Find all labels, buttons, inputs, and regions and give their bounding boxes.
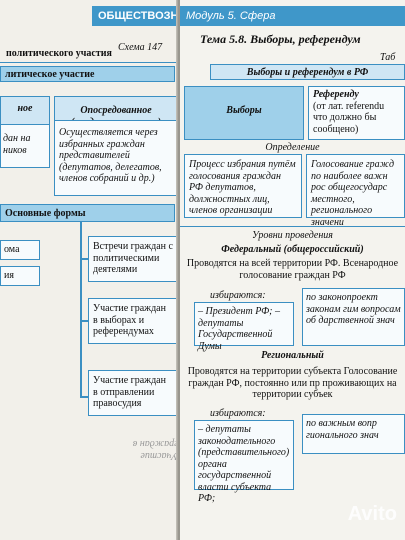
federal-elect-label: избираются: — [210, 290, 266, 301]
federal-elect: – Президент РФ; – депутаты Государственн… — [194, 302, 294, 352]
connector-3 — [80, 396, 88, 398]
connector-1 — [80, 258, 88, 260]
regional-elect: – депутаты законодательного (представите… — [194, 420, 294, 504]
federal-referendum: по законопроект законам гим вопросам об … — [302, 288, 405, 346]
referendum-desc: (от лат. referendu что должно бы сообщен… — [313, 100, 385, 135]
section-box: литическое участие — [0, 66, 175, 82]
topic-title: Тема 5.8. Выборы, референдум — [200, 32, 361, 46]
levels-label: Уровни проведения — [252, 230, 333, 241]
footer-partial: Участие граждан в — [132, 438, 178, 462]
federal-label: Федеральный (общероссийский) — [221, 244, 364, 255]
elections-header: Выборы — [184, 86, 304, 140]
form-box-3: Участие граждан в отправлении правосудия — [88, 370, 178, 416]
regional-elect-label: избираются: — [210, 408, 266, 419]
levels-line — [180, 226, 405, 227]
watermark: Avito — [347, 503, 397, 525]
form-box-1: Встречи граждан с политическими деятелям… — [88, 236, 178, 282]
definition-label: Определение — [265, 142, 320, 153]
regional-referendum: по важным вопр гионального знач — [302, 414, 405, 454]
forms-box: Основные формы — [0, 204, 175, 222]
left-header: ОБЩЕСТВОЗНАНИЕ — [92, 6, 178, 26]
connector-vertical — [80, 222, 82, 398]
def-elections: Процесс избрания путём голосования гражд… — [184, 154, 302, 218]
def-referendum: Голосование гражд по наиболее важн рос о… — [306, 154, 405, 228]
regional-text: Проводятся на территории субъекта Голосо… — [187, 366, 398, 400]
left-cell: дан на ников — [0, 124, 50, 168]
referendum-title: Референду — [313, 89, 359, 100]
divider — [0, 62, 178, 63]
right-cell: Осуществляется через избранных граждан п… — [54, 120, 178, 196]
referendum-header: Референду (от лат. referendu что должно … — [308, 86, 405, 140]
left-page: ОБЩЕСТВОЗНАНИЕ Схема 147 политического у… — [0, 0, 178, 540]
right-page: Модуль 5. Сфера Тема 5.8. Выборы, рефере… — [180, 0, 405, 540]
title-partial: политического участия — [6, 48, 112, 59]
right-header: Модуль 5. Сфера — [180, 6, 405, 26]
left-form-1: ома — [0, 240, 40, 260]
connector-2 — [80, 320, 88, 322]
federal-text: Проводятся на всей территории РФ. Всенар… — [186, 258, 399, 281]
regional-label: Региональный — [261, 350, 324, 361]
banner: Выборы и референдум в РФ — [210, 64, 405, 80]
schema-label: Схема 147 — [118, 42, 163, 53]
book-gutter — [176, 0, 182, 540]
table-label: Таб — [380, 52, 396, 63]
left-form-2: ия — [0, 266, 40, 286]
form-box-2: Участие граждан в выборах и референдумах — [88, 298, 178, 344]
